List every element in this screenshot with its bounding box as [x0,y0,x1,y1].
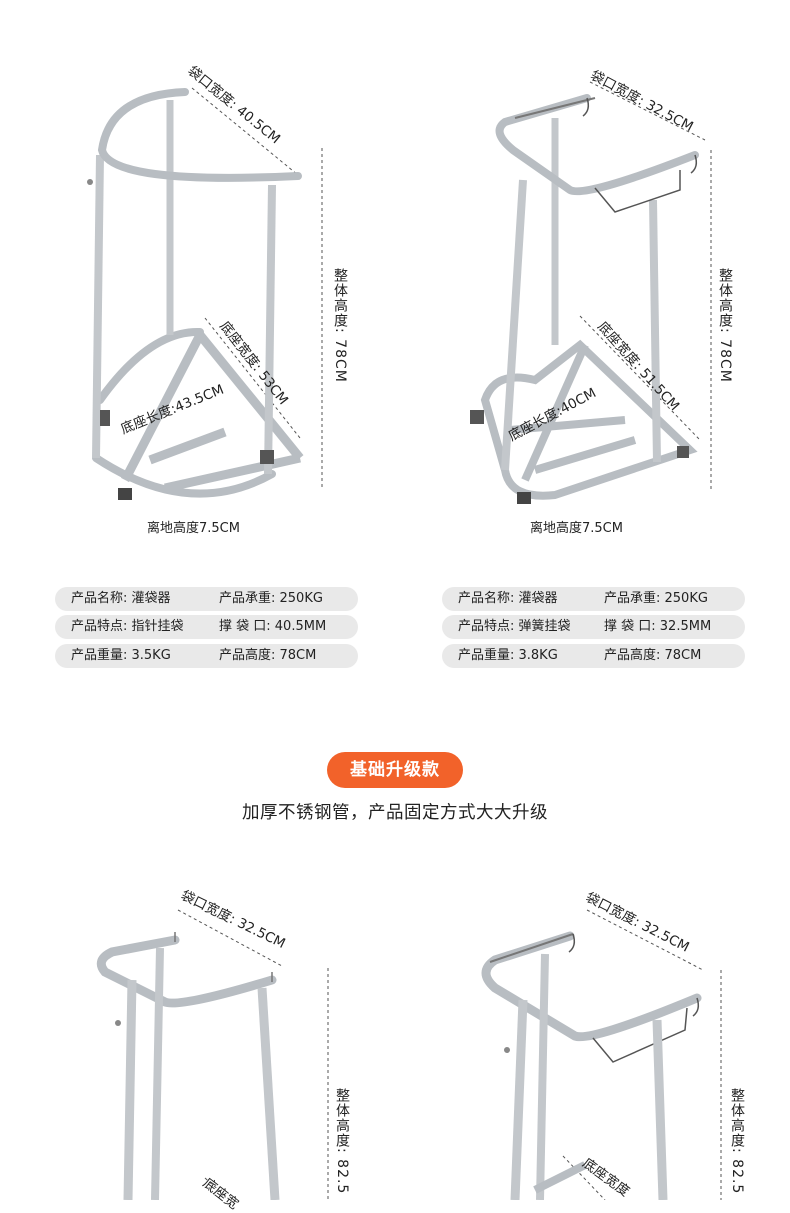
overall-height-label: 整体高度: 82.5 [729,1088,745,1195]
overall-height-label: 整体高度: 82.5 [334,1088,350,1195]
spec-row: 产品重量: 3.8KG 产品高度: 78CM [442,644,745,668]
section-subtitle: 加厚不锈钢管，产品固定方式大大升级 [242,803,548,823]
spec-row: 产品名称: 灌袋器 产品承重: 250KG [442,587,745,611]
product-card-spring-hanger: 袋口宽度: 32.5CM 整体高度: 78CM 底座宽度: 51.5CM 底座长… [395,0,790,680]
overall-height-label: 整体高度: 78CM [717,268,733,383]
spec-row: 产品特点: 指针挂袋 撑 袋 口: 40.5MM [55,615,358,639]
bag-holder-frame-illustration [87,87,323,500]
spec-name: 产品名称: 灌袋器 [71,591,171,606]
spec-opening: 撑 袋 口: 40.5MM [219,619,327,634]
spec-feature: 产品特点: 指针挂袋 [71,619,184,634]
spec-row: 产品名称: 灌袋器 产品承重: 250KG [55,587,358,611]
ground-clearance-label: 离地高度7.5CM [530,521,623,536]
product-card-pointer-hanger: 袋口宽度: 40.5CM 整体高度: 78CM 底座宽度: 53CM 底座长度:… [0,0,395,680]
overall-height-label: 整体高度: 78CM [332,268,348,383]
spec-weight: 产品重量: 3.5KG [71,648,171,663]
upgrade-product-card-pointer: 袋口宽度: 32.5CM 整体高度: 82.5 底座宽 [0,880,395,1213]
bag-holder-frame-illustration [96,909,329,1200]
spec-opening: 撑 袋 口: 32.5MM [604,619,712,634]
bag-holder-frame-illustration [470,81,712,504]
spec-height: 产品高度: 78CM [219,648,317,663]
ground-clearance-label: 离地高度7.5CM [147,521,240,536]
spec-row: 产品重量: 3.5KG 产品高度: 78CM [55,644,358,668]
spec-row: 产品特点: 弹簧挂袋 撑 袋 口: 32.5MM [442,615,745,639]
spec-feature: 产品特点: 弹簧挂袋 [458,619,571,634]
section-badge: 基础升级款 [327,752,463,788]
bag-holder-frame-illustration [481,909,722,1200]
spec-load: 产品承重: 250KG [604,591,708,606]
upgrade-product-card-spring: 袋口宽度: 32.5CM 整体高度: 82.5 底座宽度 [395,880,790,1200]
spec-name: 产品名称: 灌袋器 [458,591,558,606]
spec-weight: 产品重量: 3.8KG [458,648,558,663]
spec-load: 产品承重: 250KG [219,591,323,606]
spec-height: 产品高度: 78CM [604,648,702,663]
